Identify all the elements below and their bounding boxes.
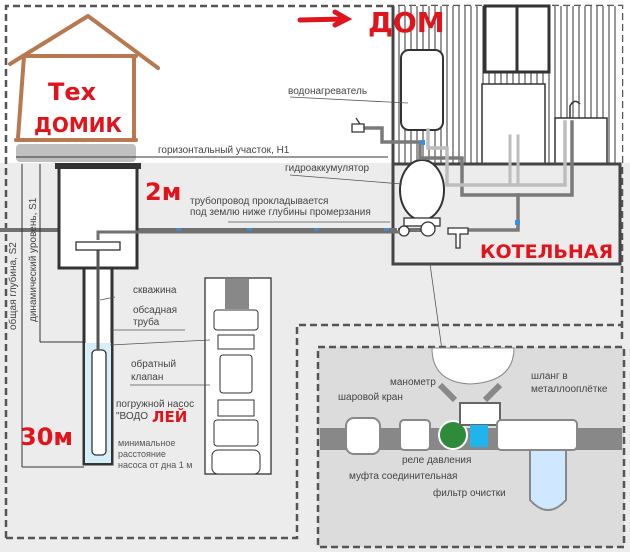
submersible-pump xyxy=(91,349,107,456)
label-horizontal-section: горизонтальный участок, H1 xyxy=(158,145,290,156)
house-foundation xyxy=(16,144,136,162)
boiler-room-walls xyxy=(391,6,622,266)
handwritten-tech: Тех xyxy=(48,78,97,106)
well-cap xyxy=(75,241,121,251)
label-well: скважина xyxy=(133,285,177,296)
pressure-relay xyxy=(470,425,488,447)
label-check-valve-2: клапан xyxy=(131,372,163,383)
label-pump-1: погружной насос xyxy=(116,399,194,410)
outer-dashed-frame xyxy=(4,4,624,538)
handwritten-boiler-room: КОТЕЛЬНАЯ xyxy=(480,241,613,263)
label-hydro-accumulator: гидроаккумулятор xyxy=(285,163,370,174)
pump-station xyxy=(398,217,469,249)
label-pipeline-1: трубопровод прокладывается xyxy=(190,195,328,207)
handwritten-domik: ДОМИК xyxy=(34,113,122,137)
label-pump-2: "ВОДО xyxy=(116,411,148,422)
label-filter: фильтр очистки xyxy=(433,487,506,499)
handwritten-2m: 2м xyxy=(145,178,181,206)
outdoor-tap xyxy=(351,117,365,133)
label-min-dist-3: насоса от дна 1 м xyxy=(118,460,192,470)
label-casing-1: обсадная xyxy=(133,304,177,316)
inset-components xyxy=(320,347,622,511)
label-hose-2: металлооплётке xyxy=(531,384,608,395)
handwritten-pump-suffix: ЛЕЙ xyxy=(152,407,187,426)
label-min-dist-2: расстояние xyxy=(118,449,166,459)
sink xyxy=(554,117,608,165)
arrow-to-house xyxy=(297,9,353,28)
label-check-valve-1: обратный xyxy=(131,358,176,370)
label-water-heater: водонагреватель xyxy=(288,86,367,97)
water-heater xyxy=(400,49,444,131)
manometer-gauge xyxy=(438,420,468,450)
label-manometer: манометр xyxy=(390,377,436,388)
label-pipeline-2: под землю ниже глубины промерзания xyxy=(190,206,371,218)
dimension-lines xyxy=(16,156,388,468)
label-ball-valve: шаровой кран xyxy=(338,392,403,403)
handwritten-house: ДОМ xyxy=(368,6,445,39)
label-hose-1: шланг в xyxy=(531,371,568,382)
hydro-accumulator xyxy=(399,159,445,221)
tech-house-sketch xyxy=(8,14,160,142)
label-casing-2: труба xyxy=(133,316,160,328)
handwritten-30m: 30м xyxy=(20,423,73,451)
label-min-dist-1: минимальное xyxy=(118,438,175,448)
shower-door xyxy=(481,83,546,165)
label-pressure-relay: реле давления xyxy=(402,455,471,466)
label-total-depth: общая глубина, S2 xyxy=(7,242,19,330)
left-dashed-frame xyxy=(6,323,622,540)
filter-bowl xyxy=(529,449,567,511)
label-coupling: муфта соединительная xyxy=(349,470,457,482)
label-dynamic-level: динамический уровень, S1 xyxy=(28,197,39,322)
